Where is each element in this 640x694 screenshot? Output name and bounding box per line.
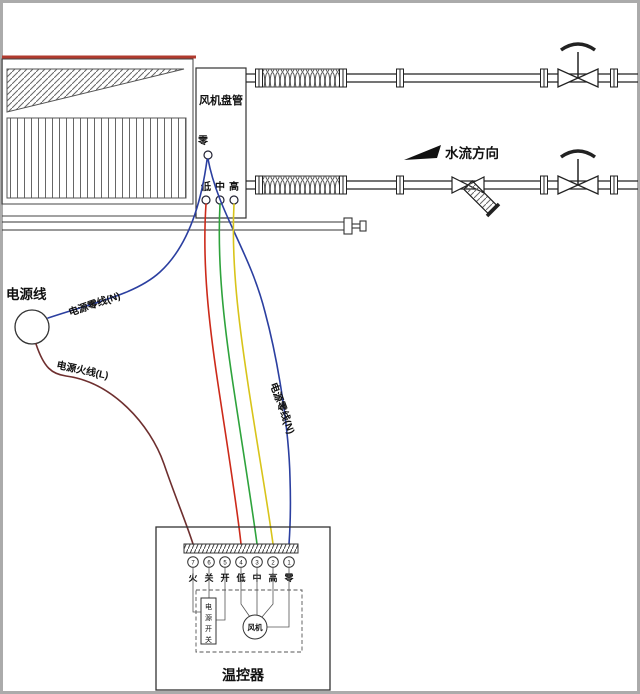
- neutral-wire-label-top: 电源零线(N): [67, 289, 122, 319]
- wire-high-yellow: [232, 203, 274, 545]
- pipe-union: [610, 68, 618, 88]
- fan-label: 风机: [248, 622, 263, 632]
- flow-direction: 水流方向: [404, 145, 499, 161]
- terminal-number: 2: [271, 561, 275, 567]
- y-strainer: [451, 176, 501, 218]
- thermostat: 7 6 5 4 3 2 1 火 关 开 低 中 高 零 电 源: [155, 526, 331, 691]
- coil-fins: [6, 117, 187, 199]
- terminal-label: 火: [188, 573, 198, 583]
- terminal-box-outline: [195, 67, 247, 219]
- fan-coil-unit: [1, 55, 196, 217]
- terminal-box: 风机盘管 零 低 中 高: [195, 67, 247, 219]
- wiring: [35, 158, 292, 545]
- wire-neutral-main: [207, 158, 292, 545]
- internal-dashed-box: [195, 589, 303, 653]
- filter-wedge: [6, 68, 185, 113]
- terminal-number: 5: [223, 561, 227, 567]
- thermostat-title: 温控器: [222, 667, 265, 683]
- terminal-number: 3: [255, 561, 259, 567]
- condensate-pipe: [2, 217, 367, 235]
- pipe-union: [255, 68, 263, 88]
- pipe-union: [339, 175, 347, 195]
- pipe-union: [396, 175, 404, 195]
- terminal-number: 7: [191, 561, 195, 567]
- low-terminal-circle: [201, 195, 211, 205]
- terminal-number: 6: [207, 561, 211, 567]
- strainer-cap: [485, 202, 501, 218]
- internal-wiring: [192, 567, 290, 628]
- fan-coil-label: 风机盘管: [199, 93, 243, 107]
- wire-live: [35, 343, 194, 545]
- pipe-union: [540, 68, 548, 88]
- unit-outline: [1, 58, 194, 205]
- pipe-union: [610, 175, 618, 195]
- thermostat-outline: [155, 526, 331, 691]
- gate-valve-bottom: [556, 149, 600, 196]
- power-switch-char: 源: [205, 613, 212, 622]
- terminal-strip-bar: [183, 543, 299, 554]
- live-wire-label: 电源火线(L): [55, 358, 109, 382]
- wire-neutral-to-unit: [47, 159, 208, 319]
- neutral-terminal-label: 零: [197, 134, 209, 147]
- power-source-circle: [14, 309, 50, 345]
- neutral-wire-label-mid: 电源零线(N): [267, 381, 298, 436]
- power-source: 电源线: [6, 286, 50, 345]
- mid-terminal-label: 中: [215, 180, 225, 193]
- terminal-number: 4: [239, 561, 243, 567]
- pipe-union: [255, 175, 263, 195]
- gate-valve-top: [556, 42, 600, 89]
- wire-mid-green: [218, 203, 258, 545]
- pipe-union: [339, 68, 347, 88]
- flex-hose-bottom: [261, 175, 341, 195]
- flow-arrow-icon: [404, 145, 441, 160]
- low-terminal-label: 低: [200, 180, 211, 193]
- power-switch-char: 关: [205, 635, 212, 644]
- fan-circle: [242, 614, 268, 640]
- wire-low-red: [204, 203, 242, 545]
- power-line-label: 电源线: [6, 286, 47, 302]
- terminal-number: 1: [287, 561, 291, 567]
- neutral-terminal-circle: [203, 150, 213, 160]
- power-switch-char: 开: [205, 625, 212, 633]
- power-switch-box: [200, 597, 217, 645]
- flow-direction-label: 水流方向: [445, 145, 499, 161]
- terminal-label: 低: [235, 572, 245, 583]
- high-terminal-label: 高: [229, 180, 239, 193]
- pipe-union: [396, 68, 404, 88]
- high-terminal-circle: [229, 195, 239, 205]
- pipe-union: [540, 175, 548, 195]
- flex-hose-top: [261, 68, 341, 88]
- power-switch-char: 电: [205, 602, 212, 611]
